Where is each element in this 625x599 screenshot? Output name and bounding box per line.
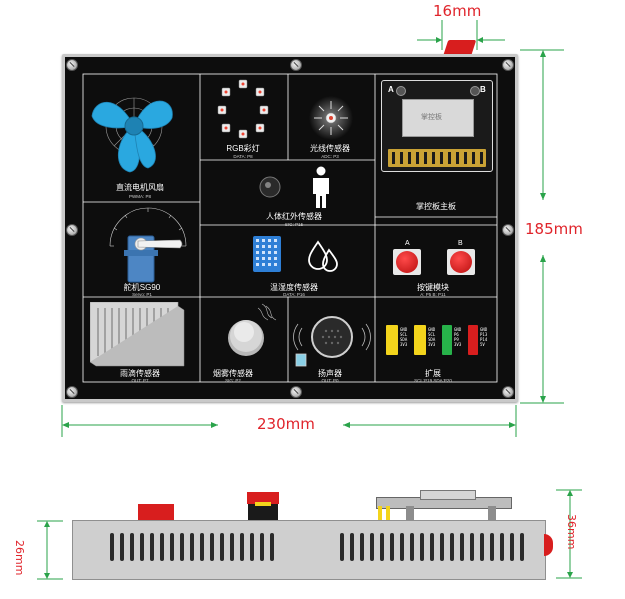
expand-pin: SCL:P19 SDA:P20	[414, 378, 452, 383]
key-b-cap	[450, 251, 472, 273]
pir-sensor-icon	[259, 176, 281, 198]
rgb-pin: DATA: P8	[233, 154, 253, 159]
screw-icon	[290, 59, 302, 71]
rgb-led-ring-icon	[217, 79, 269, 139]
side-standoff	[406, 506, 414, 520]
servo-icon	[109, 207, 187, 283]
side-red-tab	[138, 504, 174, 520]
expand-name: 扩展	[425, 369, 441, 378]
top-tab-dimension-label: 16mm	[433, 2, 482, 20]
side-height-dimension-line	[37, 520, 63, 580]
key-a-button[interactable]	[393, 249, 421, 275]
humidity-name: 温湿度传感器	[270, 283, 318, 292]
smoke-pin: SIG: P2	[225, 378, 241, 383]
key-b-label: B	[458, 240, 463, 247]
light-sensor-name: 光线传感器	[310, 144, 350, 153]
keys-name: 按键模块	[417, 283, 449, 292]
top-red-tab	[443, 40, 477, 54]
pir-name: 人体红外传感器	[266, 212, 322, 221]
mainboard-button-a-label: A	[388, 85, 394, 94]
rain-sensor-icon	[90, 302, 185, 367]
height-dimension-label: 185mm	[525, 220, 583, 238]
fan-pin: PWMA: P8	[128, 194, 151, 199]
top-tab-dimension-line	[417, 20, 505, 50]
expand-port-group-2	[414, 325, 426, 355]
panel-grid	[82, 73, 498, 383]
side-key-yellow	[255, 502, 271, 506]
screw-icon	[502, 59, 514, 71]
speaker-name: 扬声器	[318, 369, 342, 378]
servo-name: 舵机SG90	[123, 283, 161, 292]
side-pin	[386, 506, 390, 520]
smoke-sensor-icon	[228, 303, 277, 356]
rgb-name: RGB彩灯	[226, 144, 260, 153]
water-drop-icon	[308, 240, 338, 272]
side-red-button	[544, 534, 553, 556]
mainboard-pins	[388, 149, 486, 167]
key-b-button[interactable]	[447, 249, 475, 275]
fan-name: 直流电机风扇	[116, 183, 164, 192]
smoke-name: 烟雾传感器	[213, 369, 253, 378]
side-button-dimension-line	[556, 489, 582, 579]
mainboard-screen-text: 掌控板	[421, 114, 442, 121]
expand-port-group-4	[468, 325, 478, 355]
mainboard-name: 掌控板主板	[416, 202, 456, 211]
mainboard-button-b[interactable]	[470, 86, 480, 96]
person-icon	[313, 166, 329, 208]
side-standoff	[488, 506, 496, 520]
expand-port-group-1	[386, 325, 398, 355]
side-button-dimension-label: 36mm	[565, 514, 578, 550]
key-a-label: A	[405, 240, 410, 247]
screw-icon	[502, 386, 514, 398]
side-mainboard-top	[420, 490, 476, 500]
humidity-sensor-icon	[253, 236, 281, 272]
side-vents	[110, 533, 524, 561]
side-key-base	[248, 504, 278, 522]
speaker-icon	[293, 316, 371, 367]
mainboard-button-b-label: B	[480, 85, 486, 94]
pir-pin: SIG: P15	[284, 222, 304, 227]
mainboard-device: A B 掌控板	[381, 80, 493, 172]
side-pin	[378, 506, 382, 520]
width-dimension-label: 230mm	[257, 415, 315, 433]
light-sensor-icon	[309, 96, 353, 140]
mainboard-screen: 掌控板	[402, 99, 474, 137]
light-sensor-pin: ADC: P3	[321, 154, 339, 159]
side-height-dimension-label: 26mm	[13, 540, 26, 576]
screw-icon	[66, 224, 78, 236]
rain-name: 雨滴传感器	[120, 369, 160, 378]
rain-pin: OUT: P7	[131, 378, 149, 383]
key-a-cap	[396, 251, 418, 273]
screw-icon	[66, 59, 78, 71]
screw-icon	[502, 224, 514, 236]
side-key-cap	[247, 492, 279, 504]
screw-icon	[66, 386, 78, 398]
screw-icon	[290, 386, 302, 398]
servo-pin: Servo: P1	[132, 292, 152, 297]
mainboard-button-a[interactable]	[396, 86, 406, 96]
width-dimension-line	[61, 405, 517, 437]
humidity-pin: DATA: P16	[283, 292, 305, 297]
mainboard-pin-holes	[392, 152, 483, 164]
fan-icon	[91, 97, 173, 173]
expand-port-group-3	[442, 325, 452, 355]
keys-pin: A: P5 B: P11	[420, 292, 446, 297]
speaker-pin: OUT: P0	[321, 378, 339, 383]
height-dimension-line	[520, 49, 564, 404]
